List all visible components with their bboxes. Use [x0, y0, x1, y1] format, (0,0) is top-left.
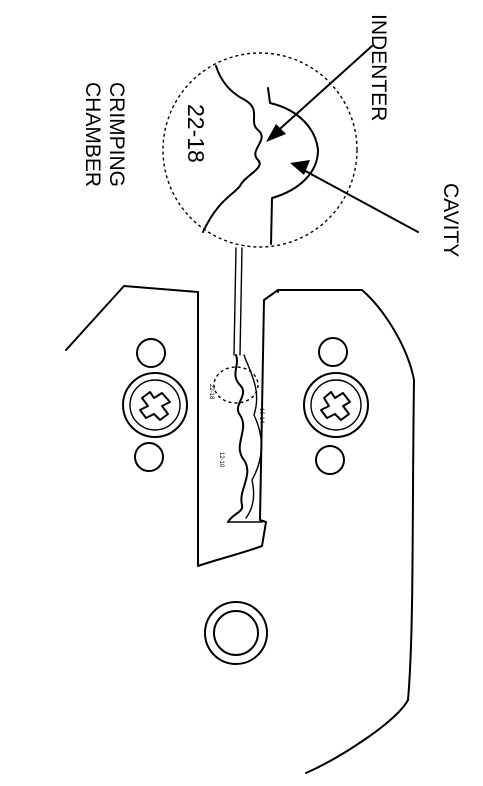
indenter-profile [202, 65, 263, 233]
jaw-slot-outline [197, 289, 279, 567]
magnified-detail [162, 52, 358, 356]
pivot-ring-inner [213, 610, 259, 656]
left-screw-head-icon [139, 391, 171, 421]
right-screw-head-icon [320, 391, 351, 421]
right-fasteners [303, 337, 369, 475]
crimping-label-line1: CRIMPING [105, 82, 128, 187]
cavity-profile [267, 87, 319, 245]
cavity-arrow [297, 166, 419, 233]
right-hole-top [318, 337, 348, 367]
gauge-label: 22-18 [183, 104, 209, 163]
crimping-label-line2: CHAMBER [81, 82, 104, 187]
right-hole-bottom [315, 445, 345, 475]
jaw-detail-marker [213, 366, 259, 404]
left-screw-outer [122, 372, 188, 438]
detail-leader-left [233, 247, 237, 356]
jaw-mark-upper: 22-18 [208, 384, 214, 400]
pivot-ring-outer [204, 601, 268, 665]
right-screw-inner [310, 379, 362, 431]
jaw-cavity-profile [243, 354, 263, 519]
jaw-crimp-profile [227, 354, 249, 523]
jaw-mark-lower: 12-10 [218, 452, 224, 468]
tool-body [65, 285, 415, 774]
tool-body-outline [65, 285, 415, 774]
right-screw-outer [303, 372, 369, 438]
cavity-label: CAVITY [439, 183, 462, 257]
magnified-detail-circle [162, 52, 358, 248]
jaw-mark-middle: 16-14 [258, 408, 264, 424]
left-screw-inner [129, 379, 181, 431]
indenter-label: INDENTER [367, 14, 390, 121]
indenter-arrow [271, 45, 373, 137]
left-hole-bottom [134, 442, 164, 472]
detail-leader-right [239, 247, 243, 356]
pivot-ring [204, 601, 268, 665]
cavity-arrowhead [290, 160, 310, 175]
callout-arrows [266, 45, 419, 233]
left-fasteners [122, 338, 188, 472]
left-hole-top [136, 338, 166, 368]
indenter-arrowhead [266, 124, 286, 142]
